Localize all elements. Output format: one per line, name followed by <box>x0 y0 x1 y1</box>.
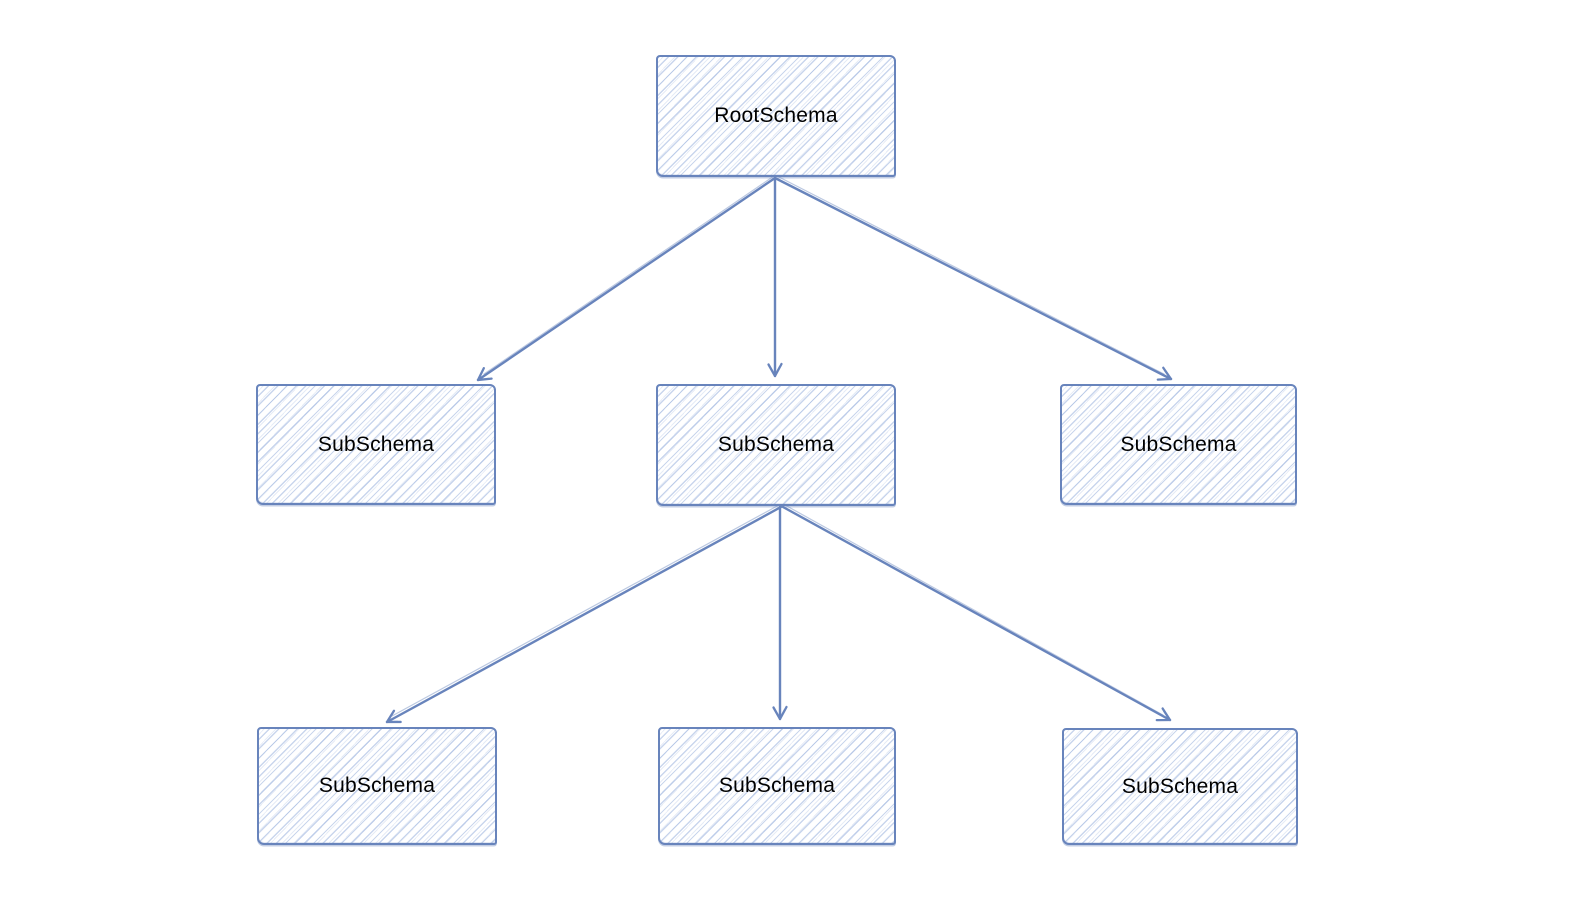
node-sub-schema-child-middle: SubSchema <box>658 727 896 845</box>
node-label: SubSchema <box>718 774 836 797</box>
edge-root-to-sub-left <box>476 175 777 382</box>
node-label: SubSchema <box>318 774 436 797</box>
node-label: RootSchema <box>714 104 838 127</box>
node-sub-schema-left: SubSchema <box>256 384 496 505</box>
node-sub-schema-child-right: SubSchema <box>1062 728 1298 845</box>
node-sub-schema-right: SubSchema <box>1060 384 1297 505</box>
node-sub-schema-middle: SubSchema <box>656 384 896 506</box>
edge-sub-middle-to-child-right <box>781 504 1172 722</box>
node-label: SubSchema <box>717 433 835 456</box>
edge-sub-middle-to-child-left <box>385 504 783 724</box>
edge-root-to-sub-right <box>773 175 1173 381</box>
node-root-schema: RootSchema <box>656 55 896 177</box>
node-label: SubSchema <box>1120 432 1237 456</box>
node-label: SubSchema <box>317 432 435 456</box>
node-label: SubSchema <box>1121 774 1239 798</box>
node-sub-schema-child-left: SubSchema <box>257 727 497 845</box>
